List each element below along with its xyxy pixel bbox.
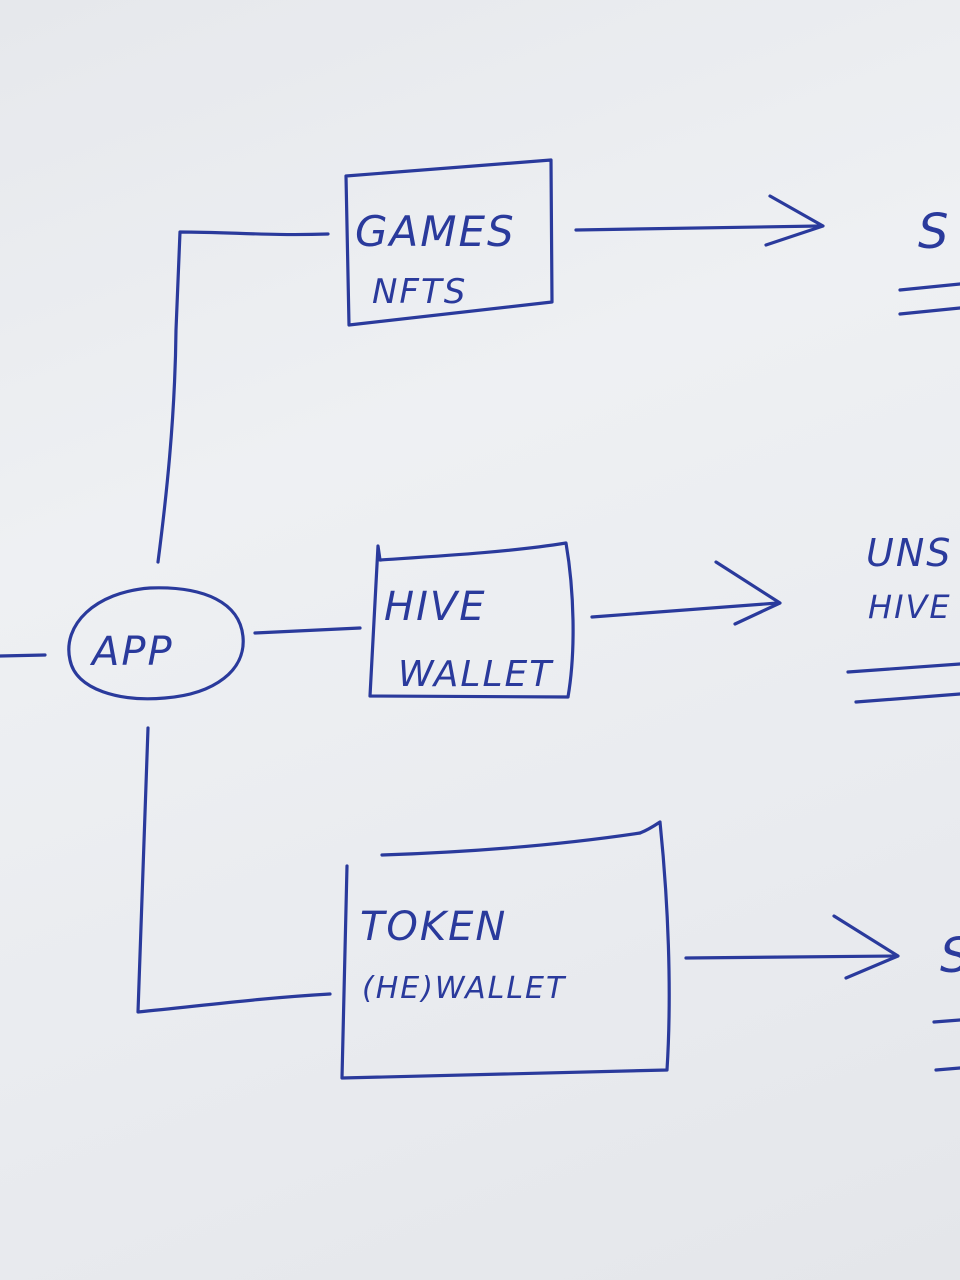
token-wallet-box xyxy=(340,820,671,1080)
token-wallet-label-line2: (HE)WALLET xyxy=(362,971,567,1006)
right-edge-bottom-fragment: S xyxy=(932,928,960,1072)
connector-app-to-games xyxy=(156,230,330,564)
app-node: APP xyxy=(67,586,245,701)
right-edge-top-underline-2 xyxy=(898,306,960,316)
hive-wallet-label-line2: WALLET xyxy=(398,654,554,695)
right-edge-top-underline-1 xyxy=(898,282,960,292)
incoming-edge-line xyxy=(0,653,47,658)
arrow-hive-wallet-head xyxy=(714,560,782,626)
app-node-label: APP xyxy=(89,629,174,675)
arrow-hive-wallet-to-right xyxy=(590,560,782,626)
right-edge-top-fragment: S xyxy=(898,204,960,316)
token-wallet-node: TOKEN (HE)WALLET xyxy=(340,820,671,1080)
arrow-games-head xyxy=(764,194,825,247)
hive-wallet-box xyxy=(368,541,575,699)
right-edge-middle-fragment: UNS HIVE xyxy=(846,531,960,704)
right-edge-bottom-underline-1 xyxy=(932,1018,960,1024)
arrow-hive-wallet-shaft xyxy=(590,601,780,619)
right-edge-top-letter: S xyxy=(918,204,950,260)
right-edge-middle-line1: UNS xyxy=(866,531,952,575)
token-wallet-label-line1: TOKEN xyxy=(360,904,507,950)
right-edge-middle-line2: HIVE xyxy=(868,588,952,626)
hive-wallet-label-line1: HIVE xyxy=(384,584,487,630)
arrow-token-wallet-shaft xyxy=(684,954,898,960)
arrow-games-shaft xyxy=(574,224,822,232)
connector-app-to-token-wallet xyxy=(136,726,332,1014)
games-nfts-label-line2: NFTS xyxy=(372,272,467,312)
right-edge-middle-underline-2 xyxy=(854,692,960,704)
right-edge-middle-underline-1 xyxy=(846,662,960,674)
arrow-token-wallet-head xyxy=(832,914,900,980)
right-edge-bottom-letter: S xyxy=(940,928,960,984)
games-nfts-box xyxy=(344,158,554,327)
token-wallet-top-stroke xyxy=(380,831,642,857)
right-edge-bottom-underline-2 xyxy=(934,1066,960,1072)
games-nfts-node: GAMES NFTS xyxy=(344,158,554,327)
connector-app-to-hive-wallet xyxy=(253,626,362,635)
app-node-outline xyxy=(67,586,245,701)
games-nfts-label-line1: GAMES xyxy=(355,207,516,256)
arrow-token-wallet-to-right xyxy=(684,914,900,980)
arrow-games-to-right xyxy=(574,194,825,247)
hive-wallet-node: HIVE WALLET xyxy=(368,541,575,699)
